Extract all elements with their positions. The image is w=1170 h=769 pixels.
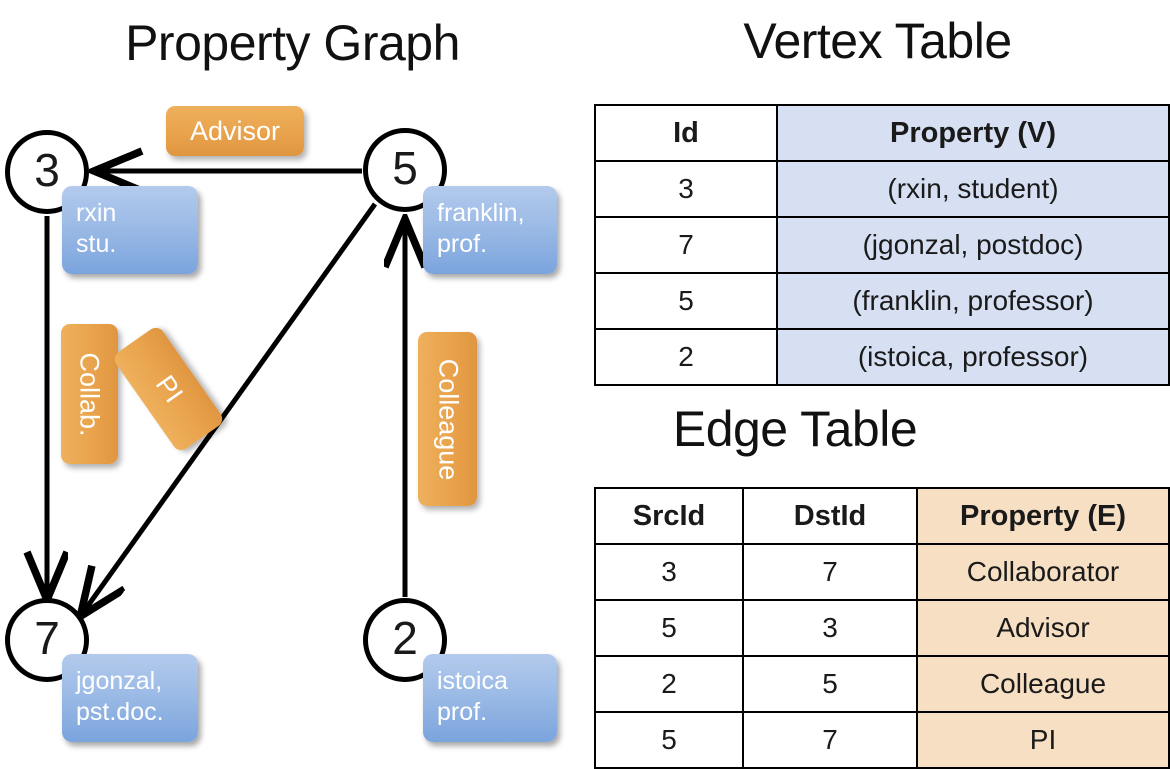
vertex-2-id: 2 (392, 612, 418, 664)
vertex-2-property-line1: istoica (437, 667, 508, 695)
edge-table-cell-src: 3 (594, 543, 744, 601)
vertex-table-cell-id: 5 (594, 272, 778, 330)
edge-table-cell-property: Colleague (916, 655, 1170, 713)
edge-table: SrcId DstId Property (E) 3 7 Collaborato… (594, 487, 1170, 769)
vertex-table-cell-property: (franklin, professor) (776, 272, 1170, 330)
edge-table-header-row: SrcId DstId Property (E) (594, 487, 1170, 545)
vertex-5-property-box: franklin, prof. (423, 186, 557, 274)
vertex-table-header-property: Property (V) (776, 104, 1170, 162)
edge-table-cell-src: 5 (594, 711, 744, 769)
vertex-7-id: 7 (34, 612, 60, 664)
edge-table-header-dstid: DstId (742, 487, 918, 545)
edge-5-to-7-pi (82, 202, 378, 614)
edge-label-collab-text: Collab. (75, 351, 106, 437)
vertex-2-property-line2: prof. (437, 697, 488, 726)
edge-table-header-srcid: SrcId (594, 487, 744, 545)
edge-label-advisor: Advisor (166, 106, 304, 156)
page-title-vertex-table: Vertex Table (743, 13, 1012, 69)
vertex-table-cell-id: 7 (594, 216, 778, 274)
vertex-3-property-line2: stu. (76, 229, 117, 258)
vertex-7-property-line1: jgonzal, (76, 667, 163, 695)
vertex-table-header-id: Id (594, 104, 778, 162)
edge-table-header-property: Property (E) (916, 487, 1170, 545)
edge-table-cell-property: Collaborator (916, 543, 1170, 601)
vertex-5-id: 5 (392, 142, 418, 194)
page-title-property-graph: Property Graph (125, 15, 460, 71)
table-row[interactable]: 5 7 PI (594, 711, 1170, 769)
vertex-table-cell-id: 2 (594, 328, 778, 386)
page-title-edge-table: Edge Table (672, 401, 918, 457)
table-row[interactable]: 7 (jgonzal, postdoc) (594, 216, 1170, 274)
vertex-table-cell-property: (jgonzal, postdoc) (776, 216, 1170, 274)
edge-table-cell-src: 5 (594, 599, 744, 657)
edge-label-pi-text: PI (149, 369, 189, 408)
edge-table-cell-dst: 7 (742, 543, 918, 601)
edge-table-cell-dst: 5 (742, 655, 918, 713)
vertex-3-id: 3 (34, 144, 60, 196)
vertex-7-property-line2: pst.doc. (76, 697, 164, 726)
edge-label-colleague-text: Colleague (433, 358, 463, 480)
table-row[interactable]: 5 3 Advisor (594, 599, 1170, 657)
table-row[interactable]: 3 (rxin, student) (594, 160, 1170, 218)
vertex-table: Id Property (V) 3 (rxin, student) 7 (jgo… (594, 104, 1170, 386)
edge-table-cell-dst: 7 (742, 711, 918, 769)
edge-label-advisor-text: Advisor (189, 115, 281, 146)
vertex-5-property-line1: franklin, (437, 199, 525, 227)
edge-label-colleague: Colleague (418, 332, 477, 506)
graph-vertex-2[interactable]: 2 (363, 598, 447, 682)
table-row[interactable]: 2 5 Colleague (594, 655, 1170, 713)
vertex-2-property-box: istoica prof. (423, 654, 557, 742)
edge-table-cell-src: 2 (594, 655, 744, 713)
vertex-table-header-row: Id Property (V) (594, 104, 1170, 162)
table-row[interactable]: 5 (franklin, professor) (594, 272, 1170, 330)
vertex-table-cell-property: (istoica, professor) (776, 328, 1170, 386)
vertex-7-property-box: jgonzal, pst.doc. (62, 654, 198, 742)
graph-vertex-5[interactable]: 5 (363, 128, 447, 212)
vertex-3-property-line1: rxin (76, 199, 117, 227)
property-graph-diagram: 3 5 7 2 rxin stu. franklin, prof. jgonza… (0, 0, 585, 760)
vertex-3-property-box: rxin stu. (62, 186, 198, 274)
edge-table-cell-property: Advisor (916, 599, 1170, 657)
vertex-table-cell-property: (rxin, student) (776, 160, 1170, 218)
table-row[interactable]: 3 7 Collaborator (594, 543, 1170, 601)
graph-edges-svg (0, 0, 585, 760)
edge-table-cell-dst: 3 (742, 599, 918, 657)
vertex-5-property-line2: prof. (437, 229, 488, 258)
vertex-table-cell-id: 3 (594, 160, 778, 218)
table-row[interactable]: 2 (istoica, professor) (594, 328, 1170, 386)
edge-label-collab: Collab. (61, 324, 118, 464)
